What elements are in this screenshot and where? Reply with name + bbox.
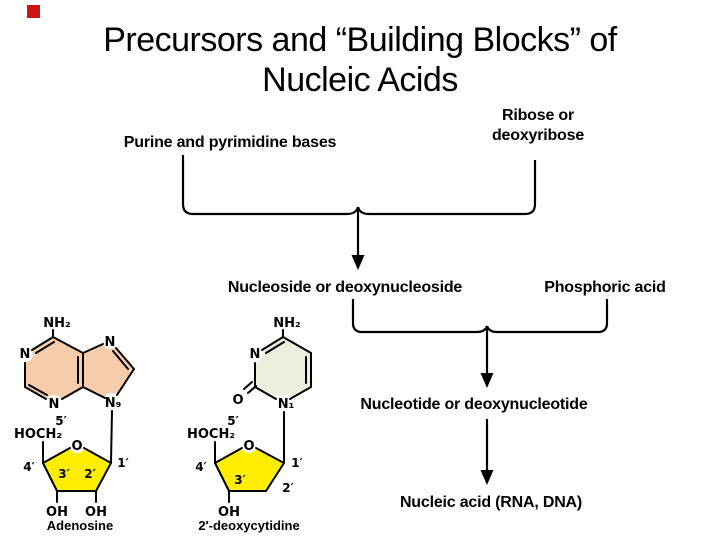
deoxyribose-3prime-label: 3′: [234, 473, 246, 487]
deoxyribose-oh3-label: OH: [218, 505, 240, 520]
deoxyribose-5prime-label: 5′: [227, 414, 239, 428]
deoxyribose-pentagon-fill: [215, 446, 284, 491]
label-phosphoric-acid: Phosphoric acid: [544, 279, 666, 296]
adenosine-caption: Adenosine: [47, 518, 113, 533]
arrow-down-icon-3: [480, 419, 494, 485]
label-nucleoside: Nucleoside or deoxynucleoside: [227, 279, 463, 296]
cytosine-carbonyl-o-label: O: [232, 393, 243, 408]
adenosine-atom-labels: NH₂ N N N N₉ 5′ HOCH₂ O 4′ 3′ 2′ 1′ OH O…: [14, 316, 129, 533]
deoxycytidine-atom-halos: [241, 346, 292, 453]
ribose-oh2-label: OH: [85, 505, 107, 520]
adenine-n9-label: N₉: [105, 396, 122, 411]
label-ribose-or-deoxyribose: Ribose or deoxyribose: [492, 106, 584, 146]
cytosine-n3-label: N: [250, 347, 261, 362]
deoxycytidine-structure: NH₂ N O N₁ 5′ HOCH₂ O 4′ 3′ 2′ 1′ OH 2′-…: [187, 316, 312, 533]
deoxycytidine-caption: 2′-deoxycytidine: [198, 518, 299, 533]
slide-title-line2: Nucleic Acids: [262, 61, 458, 99]
ribose-1prime-label: 1′: [117, 456, 129, 470]
label-ribose-line1: Ribose or: [502, 107, 574, 124]
deoxycytidine-atom-labels: NH₂ N O N₁ 5′ HOCH₂ O 4′ 3′ 2′ 1′ OH 2′-…: [187, 316, 303, 533]
deoxycytidine-bonds: [214, 329, 312, 503]
label-purine-pyrimidine-bases: Purine and pyrimidine bases: [123, 134, 337, 151]
slide-title-line1: Precursors and “Building Blocks” of: [103, 21, 617, 59]
cytosine-hexagon-fill: [255, 337, 311, 403]
ribose-ring-o-label: O: [71, 439, 82, 454]
adenine-amine-label: NH₂: [43, 316, 70, 331]
ribose-5prime-label: 5′: [55, 414, 67, 428]
slide-title: Precursors and “Building Blocks” of Nucl…: [0, 20, 720, 100]
adenosine-structure: NH₂ N N N N₉ 5′ HOCH₂ O 4′ 3′ 2′ 1′ OH O…: [14, 316, 135, 533]
deoxyribose-1prime-label: 1′: [291, 456, 303, 470]
ribose-pentagon-fill: [43, 446, 111, 491]
arrow-down-icon-2: [480, 326, 494, 388]
adenine-n7-label: N: [105, 335, 116, 350]
adenine-hexagon-fill: [25, 337, 83, 403]
cytosine-n1-label: N₁: [278, 397, 295, 412]
label-ribose-line2: deoxyribose: [491, 127, 585, 144]
cytosine-amine-label: NH₂: [273, 316, 300, 331]
label-nucleic-acid: Nucleic acid (RNA, DNA): [399, 494, 583, 511]
ribose-2prime-label: 2′: [84, 467, 96, 481]
deoxyribose-2prime-label: 2′: [282, 481, 294, 495]
deoxyribose-hoch2-label: HOCH₂: [187, 427, 235, 442]
ribose-hoch2-label: HOCH₂: [14, 427, 62, 442]
ribose-3prime-label: 3′: [58, 467, 70, 481]
adenosine-bonds: [24, 329, 135, 503]
deoxyribose-4prime-label: 4′: [195, 460, 207, 474]
adenine-n1-label: N: [20, 347, 31, 362]
ribose-4prime-label: 4′: [23, 460, 35, 474]
arrow-down-icon-1: [351, 207, 365, 270]
merge-bracket-1: [181, 155, 537, 216]
adenosine-atom-halos: [17, 333, 121, 453]
adenine-n3-label: N: [49, 397, 60, 412]
ribose-oh3-label: OH: [46, 505, 68, 520]
deoxyribose-ring-o-label: O: [243, 439, 254, 454]
corner-marker: [27, 5, 40, 18]
label-nucleotide: Nucleotide or deoxynucleotide: [360, 396, 588, 413]
merge-bracket-2: [351, 299, 609, 334]
